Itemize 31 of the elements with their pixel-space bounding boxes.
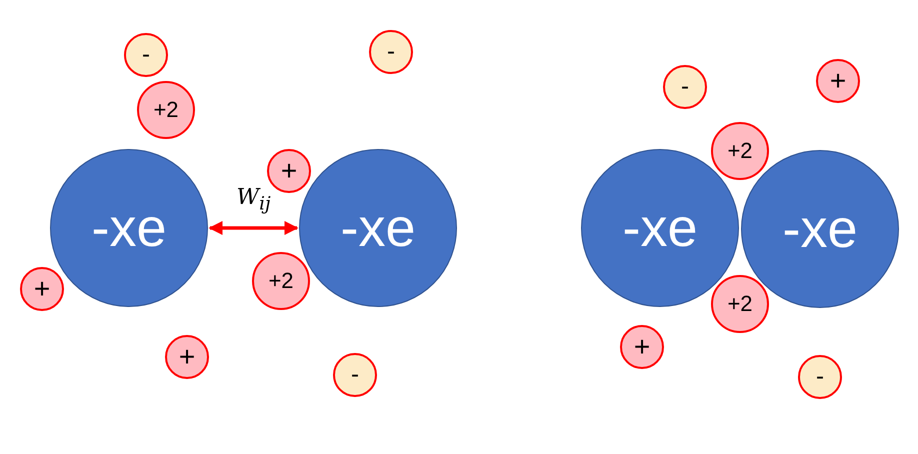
- charge-label: -xe: [782, 202, 858, 256]
- ion-circle: [816, 59, 860, 103]
- ion-circle: [663, 65, 707, 109]
- charge-label: +2: [727, 140, 753, 162]
- ion-circle: [267, 149, 311, 193]
- charge-label: -xe: [622, 201, 698, 255]
- charge-label: -xe: [91, 201, 166, 255]
- charge-label: +: [178, 343, 196, 371]
- ion-circle: [798, 355, 842, 399]
- charge-label: +: [34, 275, 50, 303]
- charge-label: +2: [268, 270, 294, 292]
- charge-label: +2: [153, 99, 179, 121]
- ion-circle: [20, 267, 64, 311]
- ion-circle: [369, 30, 413, 74]
- charge-label: -: [387, 40, 395, 64]
- charge-label: -: [816, 365, 824, 389]
- ion-circle: [711, 122, 769, 180]
- charge-label: -xe: [340, 201, 416, 255]
- ion-circle: [711, 275, 769, 333]
- ion-circle: [124, 33, 168, 77]
- charge-label: -: [351, 363, 359, 387]
- double-arrow: [208, 221, 298, 235]
- ion-circle: [333, 353, 377, 397]
- charge-label: +2: [727, 293, 753, 315]
- charge-label: +: [280, 157, 298, 185]
- charge-label: -: [142, 43, 150, 67]
- charge-label: -: [681, 75, 689, 99]
- ion-circle: [620, 325, 664, 369]
- ion-circle: [165, 335, 209, 379]
- charge-label: +: [634, 333, 650, 361]
- charge-label: +: [830, 67, 846, 95]
